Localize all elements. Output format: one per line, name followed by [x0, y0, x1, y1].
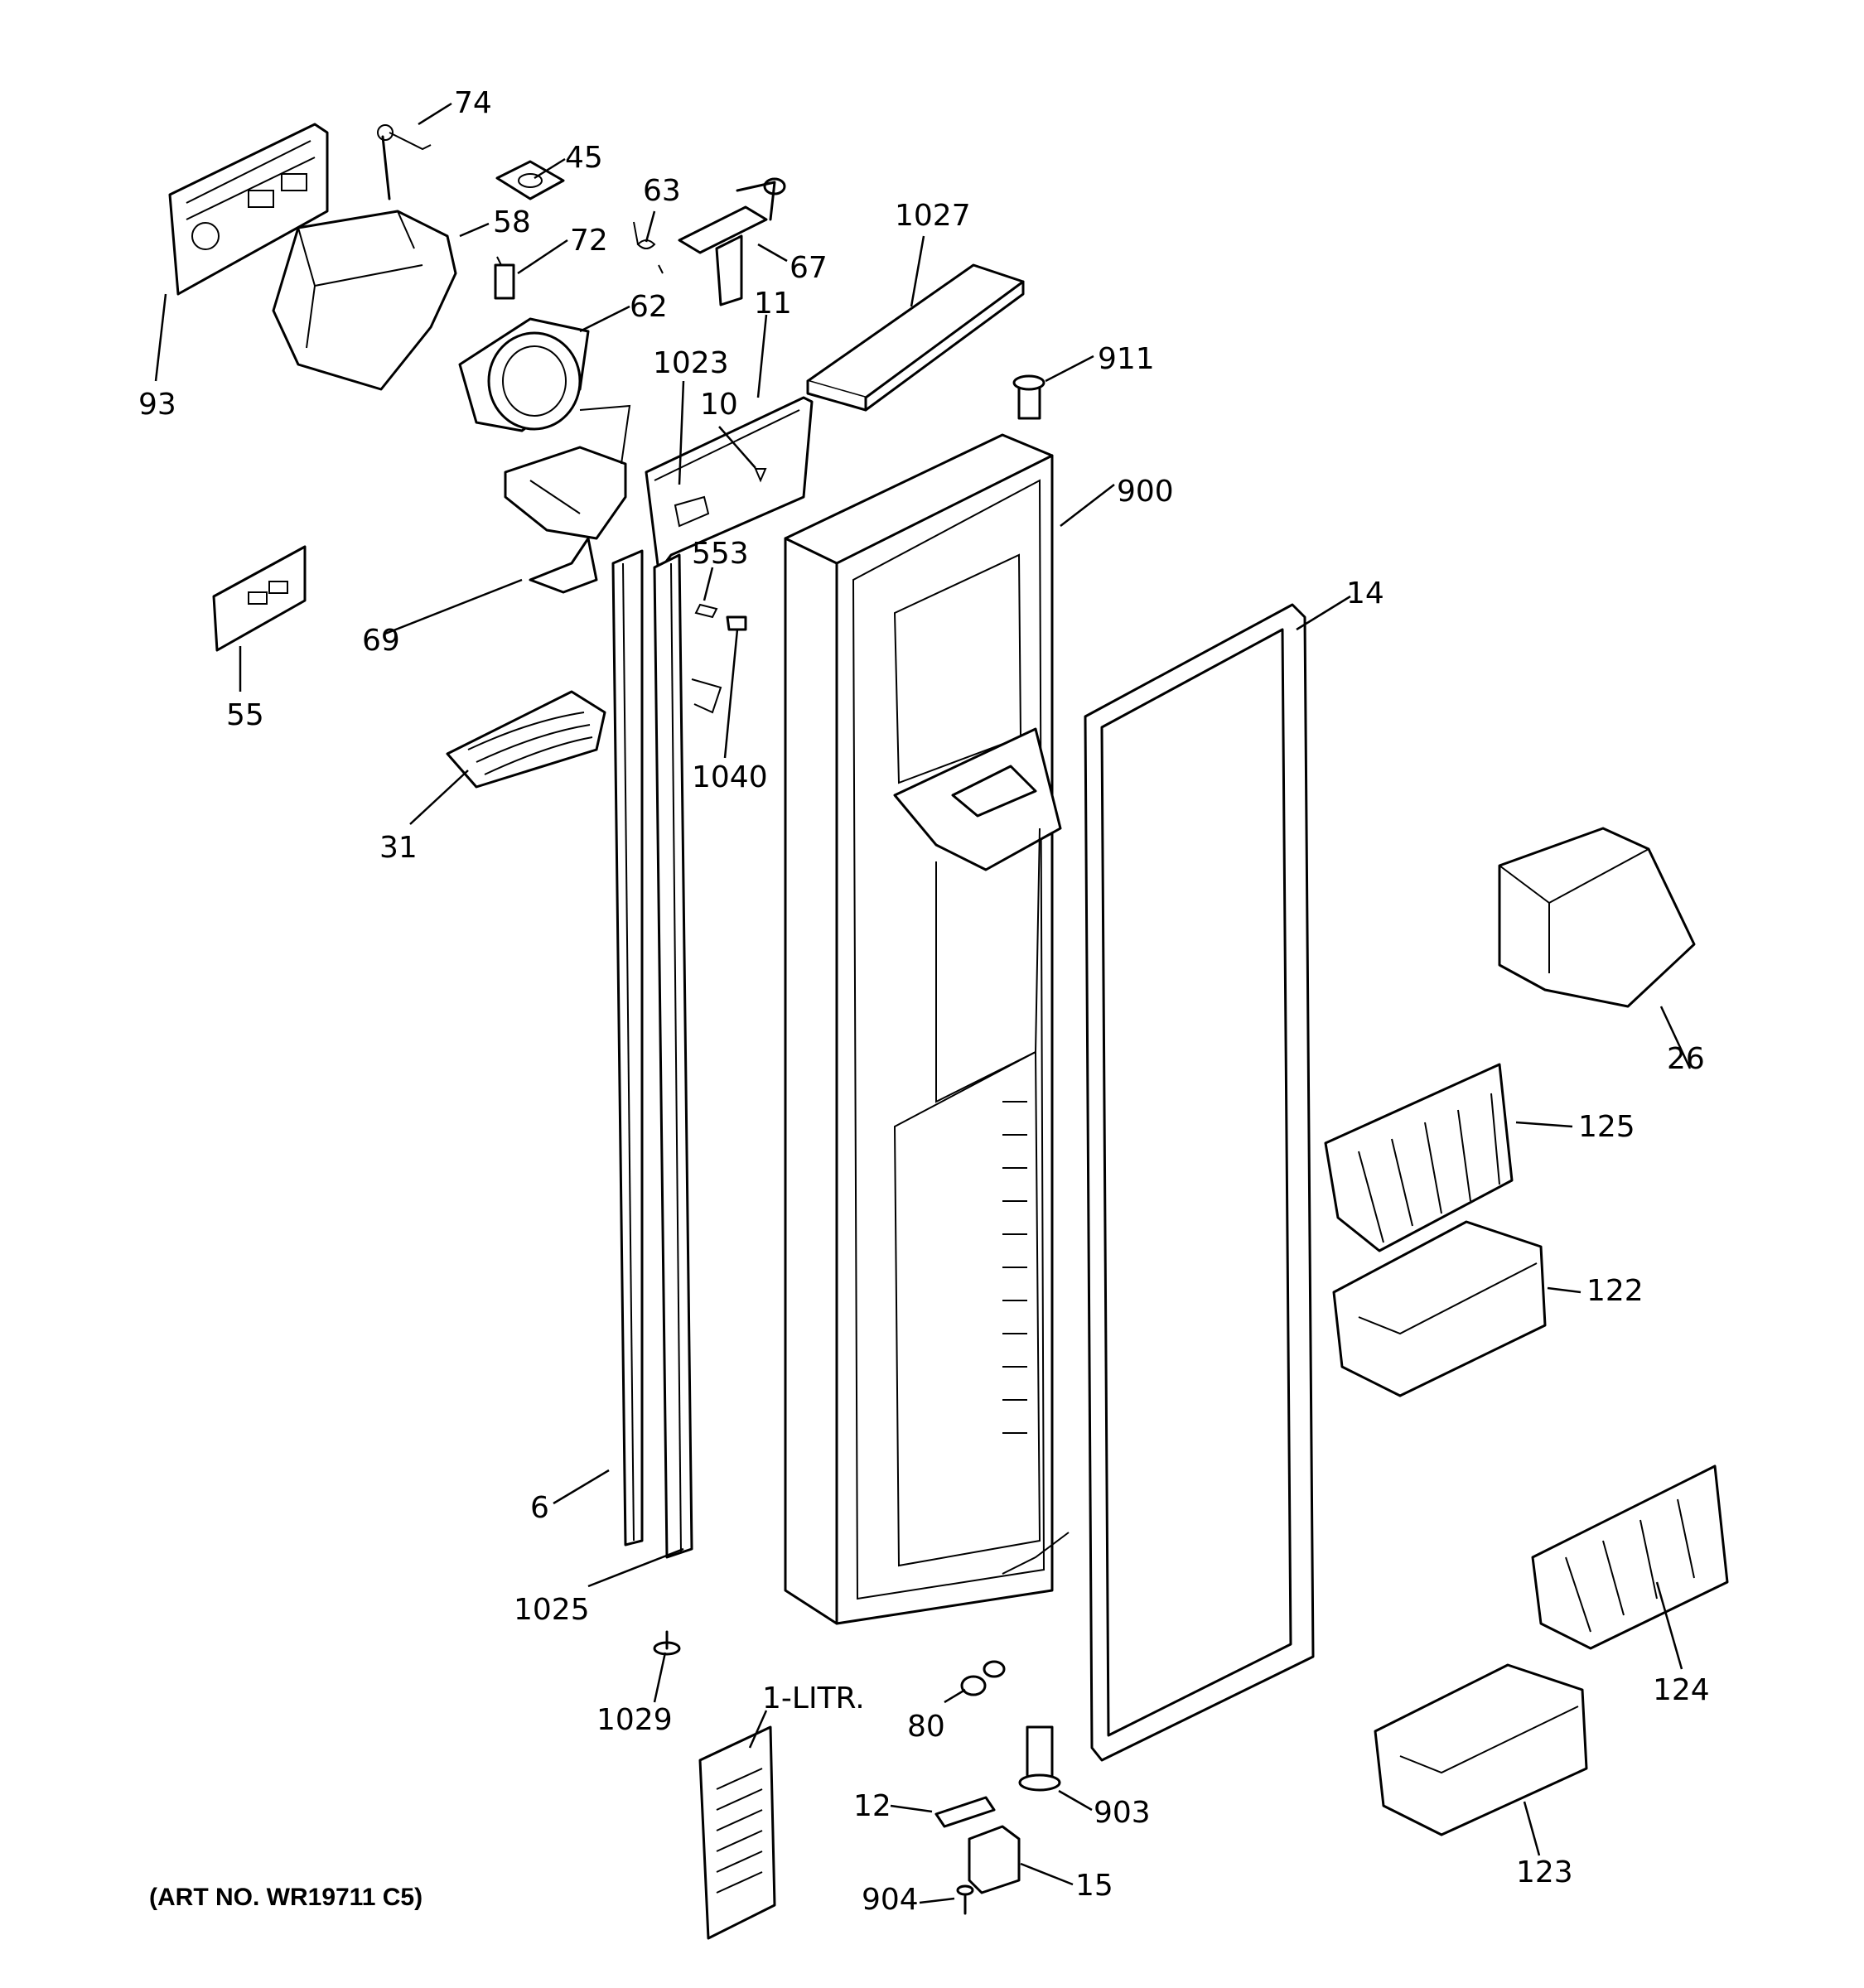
- part-72-switch: [494, 256, 515, 300]
- part-1027-top-trim: [806, 263, 1025, 412]
- part-1040-plug: [726, 615, 747, 631]
- part-63-spring: [633, 221, 664, 274]
- part-67-actuator-lever: [678, 177, 786, 306]
- callout-122: 122: [1586, 1274, 1644, 1308]
- part-125-wire-basket: [1324, 1063, 1514, 1252]
- callout-900: 900: [1117, 475, 1174, 509]
- part-10-screw: [754, 468, 767, 483]
- callout-12: 12: [853, 1789, 891, 1823]
- callout-45: 45: [565, 141, 603, 175]
- callout-72: 72: [570, 224, 608, 258]
- callout-80: 80: [907, 1710, 945, 1744]
- part-123-door-bin: [1374, 1663, 1588, 1836]
- callout-10: 10: [700, 388, 738, 422]
- part-911-cap: [1012, 374, 1045, 420]
- callout-69: 69: [362, 624, 400, 658]
- callout-1-litr: 1-LITR.: [762, 1682, 865, 1715]
- callout-31: 31: [379, 831, 418, 865]
- part-80-fitting: [960, 1660, 1006, 1696]
- callout-1029: 1029: [596, 1703, 673, 1737]
- part-69-ice-chute: [504, 404, 631, 594]
- part-62-chute-ring: [458, 317, 590, 432]
- part-124-wire-basket: [1531, 1464, 1729, 1650]
- callout-911: 911: [1098, 342, 1155, 376]
- callout-15: 15: [1075, 1869, 1113, 1903]
- part-1-litr-literature: [698, 1725, 776, 1940]
- callout-55: 55: [226, 698, 264, 732]
- callout-904: 904: [862, 1883, 919, 1917]
- part-553-screw: [694, 603, 718, 619]
- part-1025-hinge-rail: [653, 553, 722, 1559]
- callout-123: 123: [1516, 1855, 1573, 1889]
- callout-6: 6: [530, 1491, 549, 1525]
- part-45-bracket: [495, 160, 565, 200]
- part-26-bin: [1498, 827, 1696, 1008]
- callout-124: 124: [1653, 1673, 1710, 1707]
- part-55-control-module: [212, 545, 307, 652]
- part-15-bottom-hinge: [968, 1825, 1021, 1894]
- callout-1025: 1025: [514, 1593, 590, 1627]
- callout-93: 93: [138, 388, 176, 422]
- part-6-trim-strip: [611, 549, 644, 1546]
- part-14-door-gasket: [1084, 603, 1315, 1762]
- callout-553: 553: [692, 537, 749, 571]
- callout-14: 14: [1346, 577, 1384, 610]
- callout-903: 903: [1094, 1796, 1151, 1830]
- part-1029-screw: [653, 1630, 681, 1656]
- part-93-control-panel: [168, 123, 329, 296]
- callout-1023: 1023: [653, 346, 729, 380]
- part-122-door-bin: [1332, 1220, 1547, 1397]
- part-58-dispenser-housing: [272, 210, 457, 391]
- callout-11: 11: [754, 287, 792, 321]
- part-74-spring: [377, 124, 432, 200]
- callout-1027: 1027: [895, 199, 971, 233]
- callout-125: 125: [1578, 1110, 1635, 1144]
- part-903-hinge-pin: [1018, 1725, 1061, 1792]
- callout-58: 58: [493, 205, 531, 239]
- callout-67: 67: [790, 251, 828, 285]
- part-12-shim: [934, 1796, 996, 1828]
- callout-1040: 1040: [692, 760, 768, 794]
- part-904-screw: [956, 1884, 974, 1915]
- callout-26: 26: [1667, 1042, 1705, 1076]
- callout-74: 74: [454, 86, 492, 120]
- callout-63: 63: [643, 174, 681, 208]
- callout-62: 62: [630, 290, 668, 324]
- art-number-caption: (ART NO. WR19711 C5): [149, 1884, 423, 1911]
- part-900-door-assembly: [784, 433, 1070, 1625]
- leader-lines: [154, 102, 1692, 1904]
- part-31-drip-grille: [446, 690, 606, 789]
